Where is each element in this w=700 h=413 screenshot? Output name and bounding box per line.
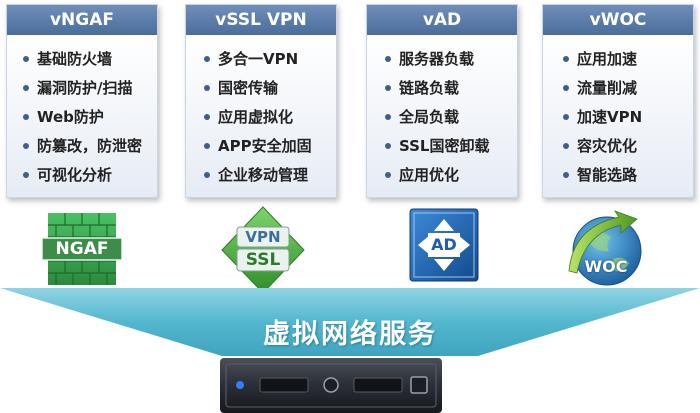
card-body: 服务器负载 链路负载 全局负载 SSL国密卸载 应用优化 [367,35,517,197]
bullet-icon [23,84,29,91]
list-item: 服务器负载 [385,45,517,74]
feature-list: 应用加速 流量削减 加速VPN 容灾优化 智能选路 [543,35,693,190]
bullet-icon [385,84,391,91]
bullet-icon [385,55,391,62]
card-title: vNGAF [7,5,157,35]
bullet-icon [23,113,29,120]
server-hardware-icon [220,358,442,413]
list-item: 智能选路 [563,161,693,190]
list-item: 可视化分析 [23,161,157,190]
list-item: 漏洞防护/扫描 [23,74,157,103]
bullet-icon [563,55,569,62]
vpn-label: VPN [245,228,281,246]
bullet-icon [23,142,29,149]
bullet-icon [563,142,569,149]
ssl-label: SSL [245,250,281,270]
brick-wall-icon [41,213,123,285]
list-item: 加速VPN [563,103,693,132]
virtual-network-funnel [0,288,700,356]
bullet-icon [385,171,391,178]
list-item: SSL国密卸载 [385,132,517,161]
bullet-icon [23,55,29,62]
ad-icon: AD [408,205,480,293]
bullet-icon [385,113,391,120]
bullet-icon [204,171,210,178]
bullet-icon [204,55,210,62]
list-item: Web防护 [23,103,157,132]
bullet-icon [563,84,569,91]
card-vssl-vpn: vSSL VPN 多合一VPN 国密传输 应用虚拟化 APP安全加固 企业移动管… [185,4,337,198]
platform-title: 虚拟网络服务 [263,319,437,350]
card-body: 多合一VPN 国密传输 应用虚拟化 APP安全加固 企业移动管理 [186,35,336,197]
list-item: 全局负载 [385,103,517,132]
card-title: vWOC [543,5,693,35]
ad-label: AD [431,235,457,254]
card-vad: vAD 服务器负载 链路负载 全局负载 SSL国密卸载 应用优化 [366,4,518,198]
bullet-icon [385,142,391,149]
list-item: APP安全加固 [204,132,336,161]
list-item: 容灾优化 [563,132,693,161]
woc-globe-icon: WOC [563,205,649,293]
diamond-icon [221,206,305,294]
bullet-icon [204,142,210,149]
list-item: 国密传输 [204,74,336,103]
woc-label: WOC [584,257,628,276]
list-item: 链路负载 [385,74,517,103]
list-item: 企业移动管理 [204,161,336,190]
bullet-icon [204,113,210,120]
card-title: vAD [367,5,517,35]
bullet-icon [563,113,569,120]
bullet-icon [204,84,210,91]
feature-list: 基础防火墙 漏洞防护/扫描 Web防护 防篡改，防泄密 可视化分析 [7,35,157,190]
list-item: 应用优化 [385,161,517,190]
card-vwoc: vWOC 应用加速 流量削减 加速VPN 容灾优化 智能选路 [542,4,694,198]
card-vngaf: vNGAF 基础防火墙 漏洞防护/扫描 Web防护 防篡改，防泄密 可视化分析 [6,4,158,198]
list-item: 应用加速 [563,45,693,74]
ngaf-firewall-icon: NGAF [41,205,123,293]
card-body: 应用加速 流量削减 加速VPN 容灾优化 智能选路 [543,35,693,197]
ad-arrows-icon [409,208,479,282]
bullet-icon [563,171,569,178]
card-title: vSSL VPN [186,5,336,35]
globe-icon [568,210,642,286]
vpn-ssl-icon: VPN SSL [220,205,306,294]
list-item: 防篡改，防泄密 [23,132,157,161]
list-item: 多合一VPN [204,45,336,74]
bullet-icon [23,171,29,178]
feature-list: 多合一VPN 国密传输 应用虚拟化 APP安全加固 企业移动管理 [186,35,336,190]
card-body: 基础防火墙 漏洞防护/扫描 Web防护 防篡改，防泄密 可视化分析 [7,35,157,197]
list-item: 基础防火墙 [23,45,157,74]
ngaf-label: NGAF [55,239,109,259]
feature-list: 服务器负载 链路负载 全局负载 SSL国密卸载 应用优化 [367,35,517,190]
list-item: 流量削减 [563,74,693,103]
list-item: 应用虚拟化 [204,103,336,132]
